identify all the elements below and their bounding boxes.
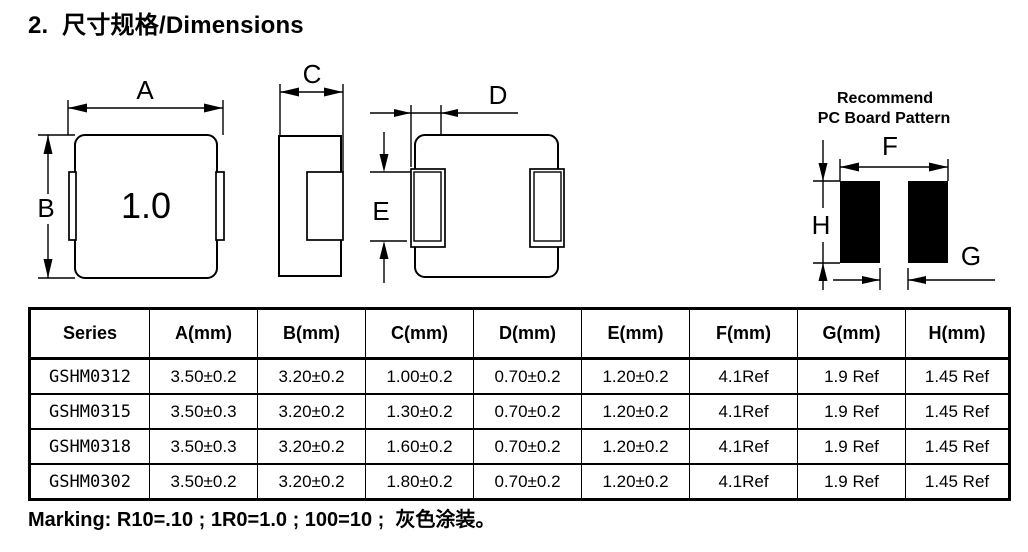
table-cell: 1.20±0.2 bbox=[581, 463, 690, 500]
table-cell: 4.1Ref bbox=[689, 357, 798, 395]
marking-note: Marking: R10=.10 ; 1R0=1.0 ; 100=10 ; 灰色… bbox=[28, 509, 496, 531]
header-a: A(mm) bbox=[149, 308, 258, 360]
table-cell: 1.00±0.2 bbox=[365, 357, 474, 395]
table-cell: 1.9 Ref bbox=[797, 393, 906, 430]
right-terminal bbox=[529, 168, 565, 248]
header-h: H(mm) bbox=[905, 308, 1010, 360]
side-terminal bbox=[306, 171, 344, 241]
table-cell: 3.20±0.2 bbox=[257, 463, 366, 500]
table-cell: 1.30±0.2 bbox=[365, 393, 474, 430]
table-cell: 1.9 Ref bbox=[797, 357, 906, 395]
table-cell: 3.50±0.3 bbox=[149, 393, 258, 430]
right-terminal-tab bbox=[215, 171, 225, 241]
table-cell: 4.1Ref bbox=[689, 393, 798, 430]
table-cell: 1.45 Ref bbox=[905, 357, 1010, 395]
dim-h: H bbox=[812, 140, 840, 290]
drawing-pcb-pattern: Recommend PC Board Pattern F H bbox=[812, 90, 995, 290]
header-f: F(mm) bbox=[689, 308, 798, 360]
table-cell: 1.9 Ref bbox=[797, 428, 906, 465]
table-cell: 4.1Ref bbox=[689, 428, 798, 465]
table-cell: 1.20±0.2 bbox=[581, 357, 690, 395]
left-terminal-tab bbox=[68, 171, 77, 241]
table-cell: 0.70±0.2 bbox=[473, 463, 582, 500]
table-cell: 3.50±0.2 bbox=[149, 357, 258, 395]
table-row: GSHM0312 3.50±0.2 3.20±0.2 1.00±0.2 0.70… bbox=[29, 357, 1010, 395]
table-cell: 1.45 Ref bbox=[905, 463, 1010, 500]
header-c: C(mm) bbox=[365, 308, 474, 360]
dim-label-a: A bbox=[136, 75, 154, 105]
table-header-row: Series A(mm) B(mm) C(mm) D(mm) E(mm) F(m… bbox=[29, 308, 1010, 360]
left-terminal-inner bbox=[413, 171, 442, 242]
dim-f: F bbox=[839, 131, 949, 181]
drawing-bottom-view: D E bbox=[370, 80, 565, 283]
table-cell: 1.20±0.2 bbox=[581, 428, 690, 465]
dimensions-table: Series A(mm) B(mm) C(mm) D(mm) E(mm) F(m… bbox=[28, 307, 1011, 501]
dim-e: E bbox=[370, 132, 411, 283]
table-cell: 0.70±0.2 bbox=[473, 393, 582, 430]
dim-label-c: C bbox=[303, 59, 322, 89]
right-terminal-inner bbox=[533, 171, 562, 242]
dim-label-f: F bbox=[882, 131, 898, 161]
table-cell: 3.20±0.2 bbox=[257, 393, 366, 430]
right-solder-pad bbox=[908, 181, 948, 263]
drawing-side-view: C bbox=[278, 59, 344, 277]
table-cell: 0.70±0.2 bbox=[473, 357, 582, 395]
dim-label-h: H bbox=[812, 210, 831, 240]
series-cell: GSHM0302 bbox=[29, 463, 150, 500]
table-cell: 1.45 Ref bbox=[905, 393, 1010, 430]
left-solder-pad bbox=[840, 181, 880, 263]
table-cell: 1.20±0.2 bbox=[581, 393, 690, 430]
drawing-top-view: A 1.0 B bbox=[37, 75, 225, 279]
table-cell: 3.50±0.2 bbox=[149, 463, 258, 500]
table-cell: 3.20±0.2 bbox=[257, 428, 366, 465]
dim-a: A bbox=[67, 75, 224, 135]
pcb-pattern-title-line1: Recommend bbox=[837, 90, 933, 107]
header-d: D(mm) bbox=[473, 308, 582, 360]
series-cell: GSHM0312 bbox=[29, 357, 150, 395]
left-terminal bbox=[410, 168, 446, 248]
dim-g: G bbox=[833, 241, 995, 290]
dim-label-d: D bbox=[489, 80, 508, 110]
header-series: Series bbox=[29, 308, 150, 360]
series-cell: GSHM0315 bbox=[29, 393, 150, 430]
table-cell: 4.1Ref bbox=[689, 463, 798, 500]
page-title: 2. 尺寸规格/Dimensions bbox=[28, 12, 304, 39]
table-cell: 1.60±0.2 bbox=[365, 428, 474, 465]
dim-d: D bbox=[370, 80, 518, 167]
header-e: E(mm) bbox=[581, 308, 690, 360]
table-cell: 0.70±0.2 bbox=[473, 428, 582, 465]
header-b: B(mm) bbox=[257, 308, 366, 360]
table-cell: 3.50±0.3 bbox=[149, 428, 258, 465]
table-row: GSHM0318 3.50±0.3 3.20±0.2 1.60±0.2 0.70… bbox=[29, 428, 1010, 465]
part-marking-text: 1.0 bbox=[121, 185, 171, 226]
dim-label-b: B bbox=[37, 193, 54, 223]
header-g: G(mm) bbox=[797, 308, 906, 360]
table-cell: 1.9 Ref bbox=[797, 463, 906, 500]
table-row: GSHM0302 3.50±0.2 3.20±0.2 1.80±0.2 0.70… bbox=[29, 463, 1010, 500]
table-row: GSHM0315 3.50±0.3 3.20±0.2 1.30±0.2 0.70… bbox=[29, 393, 1010, 430]
table-cell: 1.80±0.2 bbox=[365, 463, 474, 500]
table-cell: 1.45 Ref bbox=[905, 428, 1010, 465]
dim-c: C bbox=[279, 59, 344, 172]
series-cell: GSHM0318 bbox=[29, 428, 150, 465]
table-cell: 3.20±0.2 bbox=[257, 357, 366, 395]
dim-label-e: E bbox=[372, 196, 389, 226]
dim-label-g: G bbox=[961, 241, 981, 271]
pcb-pattern-title-line2: PC Board Pattern bbox=[818, 110, 950, 127]
dim-b: B bbox=[37, 134, 75, 279]
